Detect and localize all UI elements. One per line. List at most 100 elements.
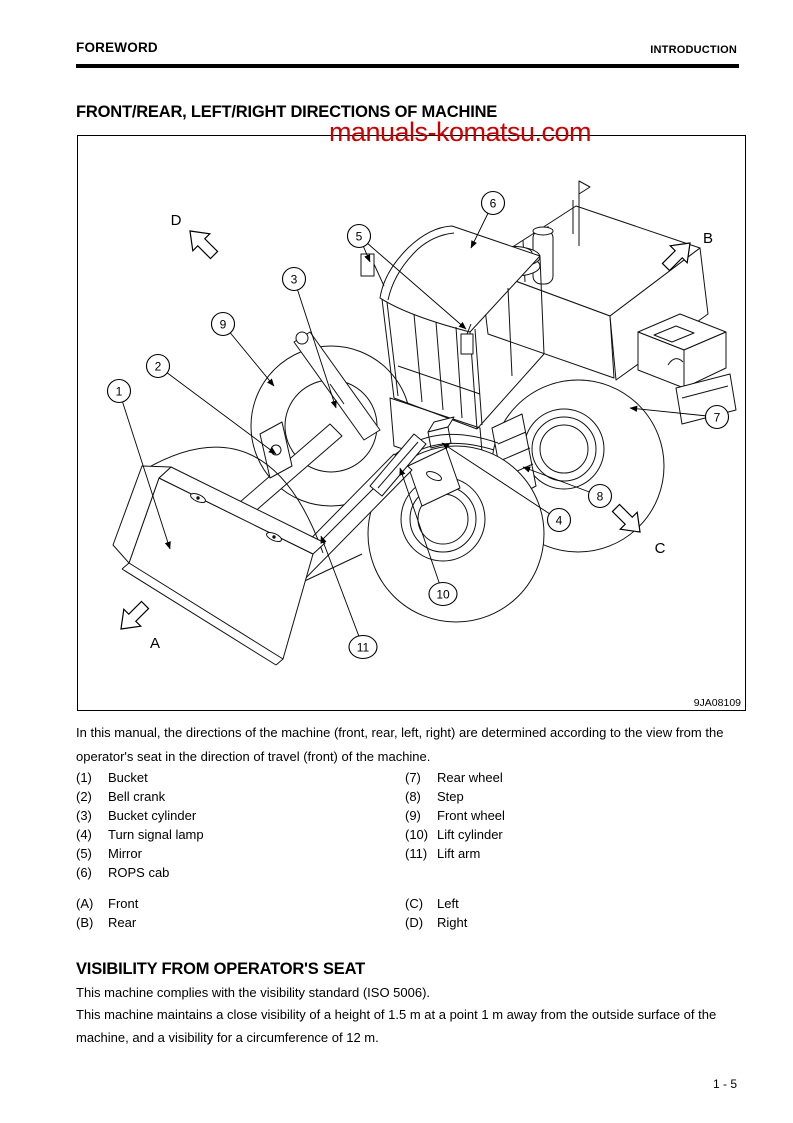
leader-lines: [118, 202, 718, 648]
callout-6: 6: [480, 190, 506, 216]
svg-text:5: 5: [356, 230, 363, 244]
part-number: (9): [405, 808, 421, 823]
header-right: INTRODUCTION: [650, 44, 737, 56]
parts-list-left: (1)Bucket (2) Bell crank (3) Bucket cylind…: [76, 770, 406, 884]
svg-text:4: 4: [556, 514, 563, 528]
callout-8: 8: [587, 483, 613, 509]
svg-text:6: 6: [490, 197, 497, 211]
direction-label: Front: [108, 896, 139, 911]
direction-item: (B) Rear: [76, 915, 406, 934]
svg-text:7: 7: [714, 411, 721, 425]
header-left: FOREWORD: [76, 40, 158, 55]
part-label: Mirror: [108, 846, 142, 861]
part-number: (1): [76, 770, 92, 785]
part-item: (10)Lift cylinder: [405, 827, 735, 846]
part-number: (7): [405, 770, 421, 785]
svg-text:C: C: [655, 540, 666, 557]
callouts: 1 2 3 4 5 6 7 8 9 10 11: [106, 190, 730, 660]
direction-letter: (A): [76, 896, 94, 911]
part-number: (8): [405, 789, 421, 804]
direction-letter: (D): [405, 915, 424, 930]
svg-text:A: A: [150, 635, 160, 652]
part-label: Step: [437, 789, 464, 804]
watermark-text: manuals-komatsu.com: [328, 117, 592, 147]
visibility-paragraph: This machine maintains a close visibilit…: [76, 1007, 717, 1045]
part-item: (8) Step: [405, 789, 735, 808]
bucket-cylinder: [293, 331, 381, 441]
header-rule: [76, 64, 739, 68]
direction-label: Left: [437, 896, 459, 911]
rear-fender: [637, 313, 727, 389]
svg-text:10: 10: [436, 588, 450, 602]
svg-text:1: 1: [116, 385, 123, 399]
part-item: (7) Rear wheel: [405, 770, 735, 789]
visibility-line1: This machine complies with the visibilit…: [76, 985, 431, 1000]
rops-cab: [360, 225, 545, 430]
callout-3: 3: [281, 266, 307, 292]
part-label: Lift cylinder: [437, 827, 503, 842]
part-number: (2): [76, 789, 92, 804]
part-item: (4) Turn signal lamp: [76, 827, 406, 846]
part-item: (9) Front wheel: [405, 808, 735, 827]
direction-arrow-a: A: [120, 600, 160, 652]
svg-text:8: 8: [597, 490, 604, 504]
part-item: (3) Bucket cylinder: [76, 808, 406, 827]
figure-frame: 1 2 3 4 5 6 7 8 9 10 11 D B C A 9JA08109: [77, 135, 746, 711]
part-label: Rear wheel: [437, 770, 503, 785]
callout-5: 5: [346, 223, 372, 249]
part-label: Front wheel: [437, 808, 505, 823]
callout-2: 2: [145, 353, 171, 379]
part-item: (5)Mirror: [76, 846, 406, 865]
svg-text:3: 3: [291, 273, 298, 287]
direction-arrow-c: C: [611, 503, 666, 557]
part-number: (11): [405, 846, 428, 861]
part-label: Bucket cylinder: [108, 808, 197, 823]
svg-text:B: B: [703, 230, 713, 247]
directions-list-left: (A) Front (B) Rear: [76, 896, 406, 934]
part-label: ROPS cab: [108, 865, 170, 880]
part-label: Lift arm: [437, 846, 481, 861]
part-number: (4): [76, 827, 92, 842]
turn-signal-lamp: [427, 416, 455, 449]
svg-text:9: 9: [220, 318, 227, 332]
part-number: (6): [76, 865, 92, 880]
svg-text:2: 2: [155, 360, 162, 374]
direction-label: Right: [437, 915, 468, 930]
direction-letter: (B): [76, 915, 94, 930]
callout-7: 7: [704, 404, 730, 430]
part-number: (3): [76, 808, 92, 823]
intro-paragraph: In this manual, the directions of the ma…: [76, 725, 724, 764]
part-label: Bell crank: [108, 789, 166, 804]
antenna: [572, 180, 591, 246]
page-number: 1 - 5: [712, 1077, 737, 1091]
part-item: (11) Lift arm: [405, 846, 735, 865]
front-frame: [407, 447, 461, 507]
mirror-right: [460, 323, 474, 355]
svg-text:11: 11: [357, 641, 370, 655]
part-item: (6) ROPS cab: [76, 865, 406, 884]
direction-letter: (C): [405, 896, 424, 911]
figure-code: 9JA08109: [694, 697, 741, 709]
directions-list-right: (C) Left (D) Right: [405, 896, 735, 934]
direction-item: (D) Right: [405, 915, 735, 934]
callout-11: 11: [348, 634, 378, 660]
part-label: Turn signal lamp: [108, 827, 204, 842]
svg-text:D: D: [171, 212, 182, 229]
page-title: FRONT/REAR, LEFT/RIGHT DIRECTIONS OF MAC…: [76, 103, 498, 121]
part-item: (1)Bucket: [76, 770, 406, 789]
direction-label: Rear: [108, 915, 137, 930]
bucket: [112, 446, 326, 666]
wheel-loader-drawing: [112, 180, 737, 666]
direction-arrows: D B C A: [120, 212, 713, 652]
direction-arrow-d: D: [171, 212, 219, 260]
direction-item: (C) Left: [405, 896, 735, 915]
direction-arrow-b: B: [661, 230, 713, 272]
machine-illustration: 1 2 3 4 5 6 7 8 9 10 11 D B C A 9JA08109: [106, 180, 741, 709]
direction-item: (A) Front: [76, 896, 406, 915]
callout-4: 4: [546, 507, 572, 533]
callout-9: 9: [210, 311, 236, 337]
part-item: (2) Bell crank: [76, 789, 406, 808]
engine-hood: [479, 180, 737, 425]
parts-list-right: (7) Rear wheel (8) Step (9) Front wheel (10…: [405, 770, 735, 865]
